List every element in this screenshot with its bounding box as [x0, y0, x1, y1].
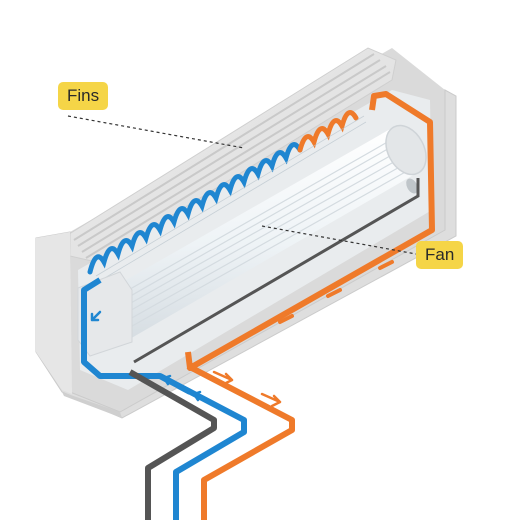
fan-hub	[406, 178, 418, 194]
flow-arrow	[278, 314, 294, 324]
hot-refrigerant-pipe	[186, 363, 295, 520]
drain-tube-inner	[133, 178, 420, 364]
cold-refrigerant-pipe	[158, 373, 247, 520]
coil-fins-hot	[297, 110, 359, 153]
fan-blades	[103, 135, 417, 335]
fan-body	[98, 128, 422, 340]
fins-label: Fins	[58, 82, 109, 110]
flow-arrow	[162, 374, 182, 388]
drain-pipe	[128, 369, 217, 520]
flow-arrows	[90, 260, 394, 408]
flow-arrow	[192, 390, 212, 404]
flow-arrow	[212, 370, 234, 386]
casing-left-face	[36, 232, 72, 394]
left-end-cap	[77, 271, 133, 357]
grille-slats	[73, 53, 391, 259]
fan-label: Fan	[416, 241, 464, 269]
coil-fins	[87, 142, 303, 275]
flow-arrow	[326, 288, 342, 298]
fins-leader-line	[67, 115, 245, 149]
fan-end-cap	[385, 124, 427, 176]
flow-arrow	[90, 310, 102, 322]
flow-arrow	[260, 392, 282, 408]
fin-lines	[95, 115, 367, 283]
fan-cylinder	[98, 124, 427, 340]
casing-bottom-lip	[62, 392, 122, 418]
flow-arrow	[378, 260, 394, 270]
fan-leader-line	[261, 225, 417, 255]
